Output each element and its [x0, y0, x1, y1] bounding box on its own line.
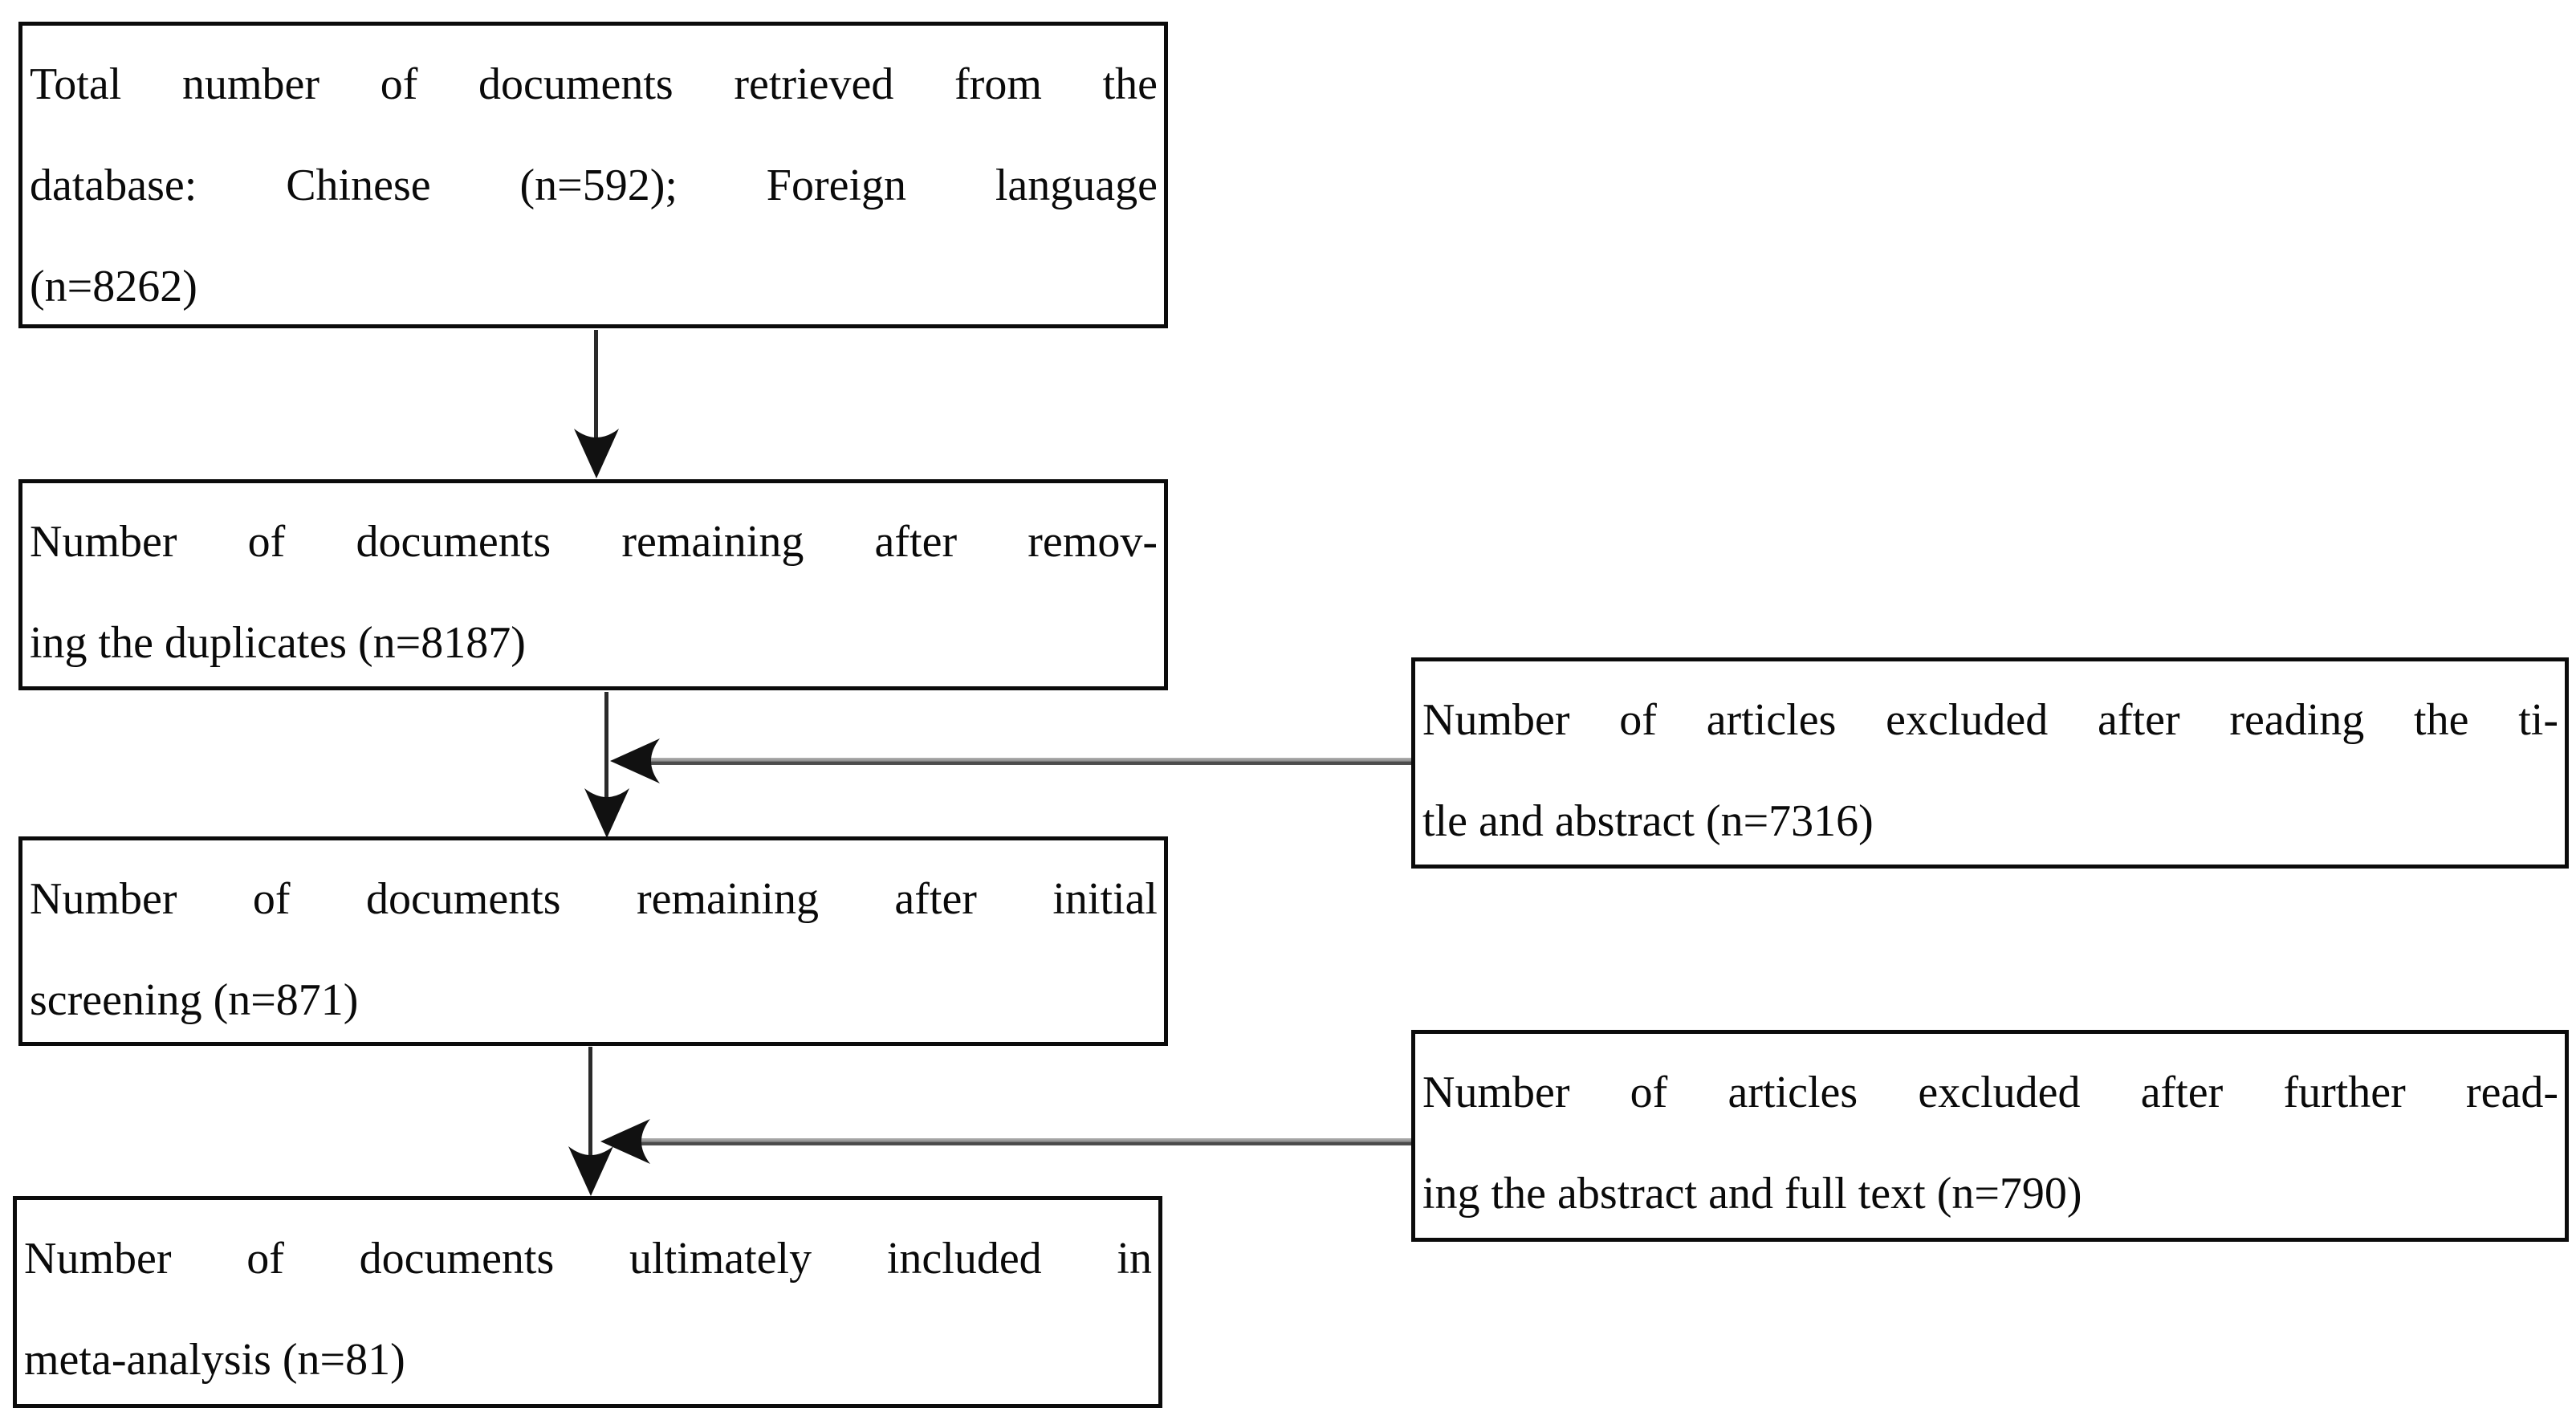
box-line: ing the duplicates (n=8187): [30, 618, 526, 668]
box-line: Number of articles excluded after furthe…: [1422, 1068, 2558, 1117]
box-line: tle and abstract (n=7316): [1422, 796, 1874, 846]
box-excluded-title-abstract: Number of articles excluded after readin…: [1411, 657, 2569, 869]
arrowhead-left-icon: [600, 1119, 650, 1164]
box-line: Number of documents ultimately included …: [24, 1234, 1152, 1284]
arrowhead-down-icon: [568, 1146, 613, 1196]
box-line: Total number of documents retrieved from…: [30, 59, 1158, 109]
box-after-removing-duplicates: Number of documents remaining after remo…: [18, 479, 1168, 690]
box-line: (n=8262): [30, 262, 197, 311]
arrow-line-vertical-2: [604, 692, 608, 804]
arrowhead-down-icon: [574, 429, 619, 478]
box-line: database: Chinese (n=592); Foreign langu…: [30, 161, 1158, 210]
arrow-line-vertical-3: [588, 1047, 592, 1159]
box-line: meta-analysis (n=81): [24, 1335, 405, 1385]
arrow-line-horizontal-1: [642, 758, 1411, 765]
box-line: Number of documents remaining after init…: [30, 874, 1158, 924]
box-after-initial-screening: Number of documents remaining after init…: [18, 836, 1168, 1046]
box-line: ing the abstract and full text (n=790): [1422, 1169, 2082, 1219]
box-excluded-fulltext: Number of articles excluded after furthe…: [1411, 1030, 2569, 1242]
box-line: screening (n=871): [30, 975, 359, 1025]
box-total-retrieved: Total number of documents retrieved from…: [18, 22, 1168, 328]
arrowhead-down-icon: [584, 788, 629, 838]
arrow-line-horizontal-2: [636, 1138, 1411, 1145]
arrow-line-vertical-1: [594, 330, 598, 458]
box-line: Number of articles excluded after readin…: [1422, 695, 2558, 745]
box-line: Number of documents remaining after remo…: [30, 517, 1158, 567]
box-included-meta-analysis: Number of documents ultimately included …: [13, 1196, 1162, 1408]
arrowhead-left-icon: [610, 738, 660, 783]
